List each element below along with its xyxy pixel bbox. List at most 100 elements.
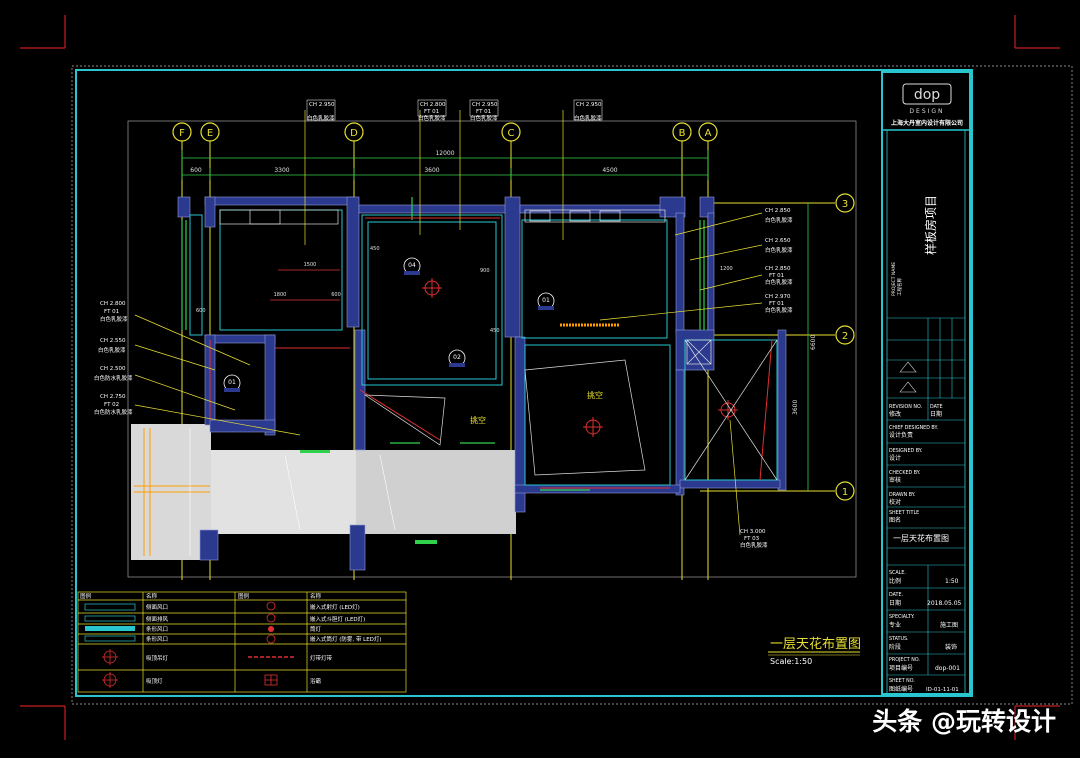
company-logo <box>902 83 952 105</box>
tb-status-en: STATUS. <box>889 636 909 642</box>
legend-header-3: 图例 <box>238 592 250 600</box>
svg-text:D: D <box>350 128 358 139</box>
grid-bubble-2: 2 <box>835 325 855 345</box>
inner-dim-8: 450 <box>490 328 500 334</box>
tb-sheet-no-value: ID-01-11-01 <box>926 687 959 693</box>
svg-text:CH 2.970: CH 2.970 <box>765 294 791 300</box>
red-elements <box>209 217 773 489</box>
tb-chief-en: CHIEF DESIGNED BY. <box>889 425 938 431</box>
svg-text:CH 2.850: CH 2.850 <box>765 266 791 272</box>
svg-text:白色乳胶漆: 白色乳胶漆 <box>765 278 793 286</box>
company-logo-text: dop <box>914 87 940 103</box>
grid-bubble-C: C <box>501 122 521 142</box>
tb-project-no-value: dop-001 <box>935 665 960 672</box>
inner-dim-1: 1500 <box>304 262 317 268</box>
grid-bubble-A: A <box>698 122 718 142</box>
drawing-scale: Scale:1:50 <box>770 657 812 666</box>
tb-scale-en: SCALE. <box>889 570 906 576</box>
section-mark-3: 04 <box>403 257 421 275</box>
tb-drawn-en: DRAWN BY. <box>889 492 915 498</box>
svg-text:白色乳胶漆: 白色乳胶漆 <box>765 246 793 254</box>
cabinets <box>219 209 712 365</box>
svg-text:FT 03: FT 03 <box>744 536 760 542</box>
project-name-cn: 工程名称 <box>896 278 903 296</box>
tb-sheet-title-cn: 图名 <box>889 516 901 524</box>
inner-dim-5: 900 <box>480 268 490 274</box>
inner-dim-6: 1200 <box>720 266 733 272</box>
legend-left-4: 条形风口 <box>146 635 168 643</box>
grid-bubble-D: D <box>344 122 364 142</box>
watermark: 头条 @玩转设计 <box>872 707 1056 736</box>
svg-text:白色乳胶漆: 白色乳胶漆 <box>98 346 126 354</box>
svg-text:CH 2.800: CH 2.800 <box>420 102 446 108</box>
tb-specialty-value: 施工图 <box>940 621 958 629</box>
drawing-title-block: 一层天花布置图 Scale:1:50 <box>768 636 861 666</box>
dim-top-1: 600 <box>190 167 202 174</box>
section-mark-4: 01 <box>537 292 555 310</box>
legend-left-5: 吸顶吊灯 <box>146 654 169 662</box>
legend-symbols <box>84 601 295 688</box>
svg-text:白色乳胶漆: 白色乳胶漆 <box>765 216 793 224</box>
svg-text:白色防水乳胶漆: 白色防水乳胶漆 <box>94 374 133 382</box>
svg-text:F: F <box>179 128 185 139</box>
section-mark-2: 02 <box>448 349 466 367</box>
svg-text:B: B <box>679 128 686 139</box>
grid-bubbles-right: 3 2 1 <box>835 193 855 501</box>
svg-text:1: 1 <box>842 487 848 498</box>
tb-revision-cn: 修改 <box>889 410 901 418</box>
dim-top-4: 4500 <box>602 167 617 174</box>
tb-checked-en: CHECKED BY. <box>889 470 920 476</box>
tb-date-cn: 日期 <box>930 410 942 418</box>
corridor-floor <box>131 424 516 560</box>
legend-right-2: 嵌入式斗胆灯 (LED灯) <box>310 615 365 623</box>
tb-sheet-no-en: SHEET NO. <box>889 678 915 684</box>
project-title: 样板房项目 <box>923 195 938 255</box>
grid-bubble-3: 3 <box>835 193 855 213</box>
svg-text:CH 2.950: CH 2.950 <box>309 102 335 108</box>
tb-date-en: DATE <box>930 404 942 410</box>
crop-marks <box>20 15 1060 740</box>
dim-right-1: 6600 <box>810 335 817 350</box>
window-lines <box>181 197 705 491</box>
svg-text:2: 2 <box>842 331 848 342</box>
inner-dim-2: 1800 <box>274 292 287 298</box>
svg-text:FT 01: FT 01 <box>769 273 784 279</box>
svg-text:FT 02: FT 02 <box>104 402 119 408</box>
svg-text:CH 2.850: CH 2.850 <box>765 208 791 214</box>
drawing-title: 一层天花布置图 <box>770 636 861 652</box>
drawing-frame <box>127 120 857 578</box>
grid-bubble-F: F <box>172 122 192 142</box>
company-name: 上海大丹室内设计有限公司 <box>891 119 963 127</box>
void-label-1: 挑空 <box>470 415 486 425</box>
tb-date2-en: DATE. <box>889 592 903 598</box>
revision-triangle-2 <box>899 381 917 393</box>
tb-sheet-title-en: SHEET TITLE <box>889 510 919 516</box>
top-dimension-lines <box>181 150 809 491</box>
tb-status-cn: 阶段 <box>889 643 901 651</box>
tb-sheet-title: 一层天花布置图 <box>893 533 949 543</box>
tb-scale-cn: 比例 <box>889 577 901 585</box>
svg-text:FT 01: FT 01 <box>424 109 439 115</box>
title-block: dop DESIGN 上海大丹室内设计有限公司 样板房项目 PROJECT NA… <box>881 71 971 695</box>
callout-6: CH 2.550 白色乳胶漆 <box>98 338 126 354</box>
svg-text:白色乳胶漆: 白色乳胶漆 <box>740 541 768 549</box>
svg-text:CH 2.750: CH 2.750 <box>100 394 126 400</box>
svg-text:02: 02 <box>453 354 461 361</box>
void-lines <box>363 339 778 481</box>
legend-left-6: 吸顶灯 <box>146 677 163 685</box>
legend-left-1: 侧面风口 <box>146 603 168 611</box>
svg-text:白色乳胶漆: 白色乳胶漆 <box>307 114 335 122</box>
svg-text:01: 01 <box>542 297 550 304</box>
tb-date2-cn: 日期 <box>889 599 901 607</box>
svg-text:CH 2.950: CH 2.950 <box>576 102 602 108</box>
svg-text:白色乳胶漆: 白色乳胶漆 <box>470 114 498 122</box>
tb-sheet-no-cn: 图纸编号 <box>889 685 913 693</box>
svg-text:CH 2.550: CH 2.550 <box>100 338 126 344</box>
svg-text:白色防水乳胶漆: 白色防水乳胶漆 <box>94 408 133 416</box>
revision-triangle-1 <box>899 361 917 373</box>
